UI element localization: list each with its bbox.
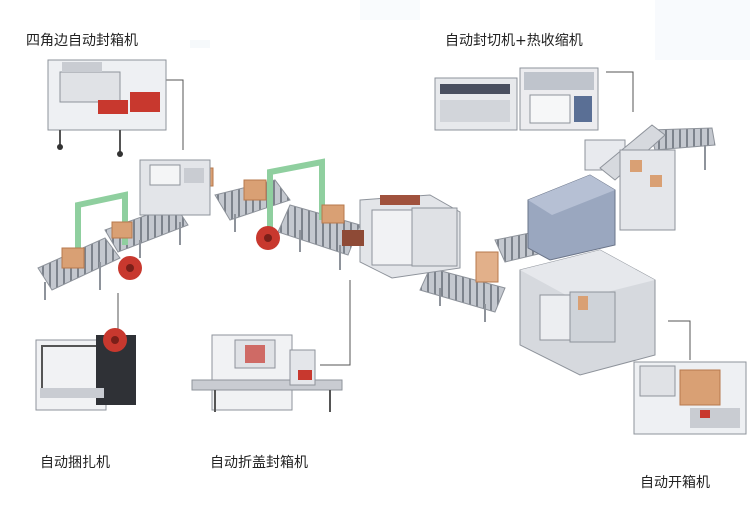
- leader-fold-lid: [320, 280, 351, 366]
- label-four-corner-sealer: 四角边自动封箱机: [26, 33, 138, 49]
- label-case-erector: 自动开箱机: [640, 475, 710, 491]
- central-station: [342, 194, 461, 279]
- carton-2: [111, 221, 133, 239]
- leader-shrink: [606, 71, 634, 112]
- fold-lid-sealer-machine: [191, 334, 343, 412]
- strapping-machine: [35, 328, 136, 411]
- case-packer: [519, 249, 656, 376]
- label-fold-lid-sealer: 自动折盖封箱机: [210, 455, 308, 471]
- case-erector-machine: [633, 361, 747, 435]
- leader-erector: [668, 320, 691, 360]
- shrink-tunnel: [527, 139, 626, 261]
- four-corner-sealer-machine: [47, 59, 167, 157]
- label-strapping: 自动捆扎机: [40, 455, 110, 471]
- inline-sealer: [139, 159, 211, 216]
- strapping-arch-right: [256, 158, 325, 250]
- background-decoration: [190, 0, 750, 60]
- shrink-feed-conveyor: [599, 124, 676, 231]
- carton-6: [475, 251, 499, 283]
- strapping-arch-left: [75, 191, 142, 280]
- seal-cut-shrink-machine: [434, 67, 599, 131]
- label-seal-cut-shrink: 自动封切机+热收缩机: [445, 33, 583, 49]
- carton-4: [321, 204, 345, 224]
- carton-3: [243, 179, 267, 201]
- carton-1: [61, 247, 85, 269]
